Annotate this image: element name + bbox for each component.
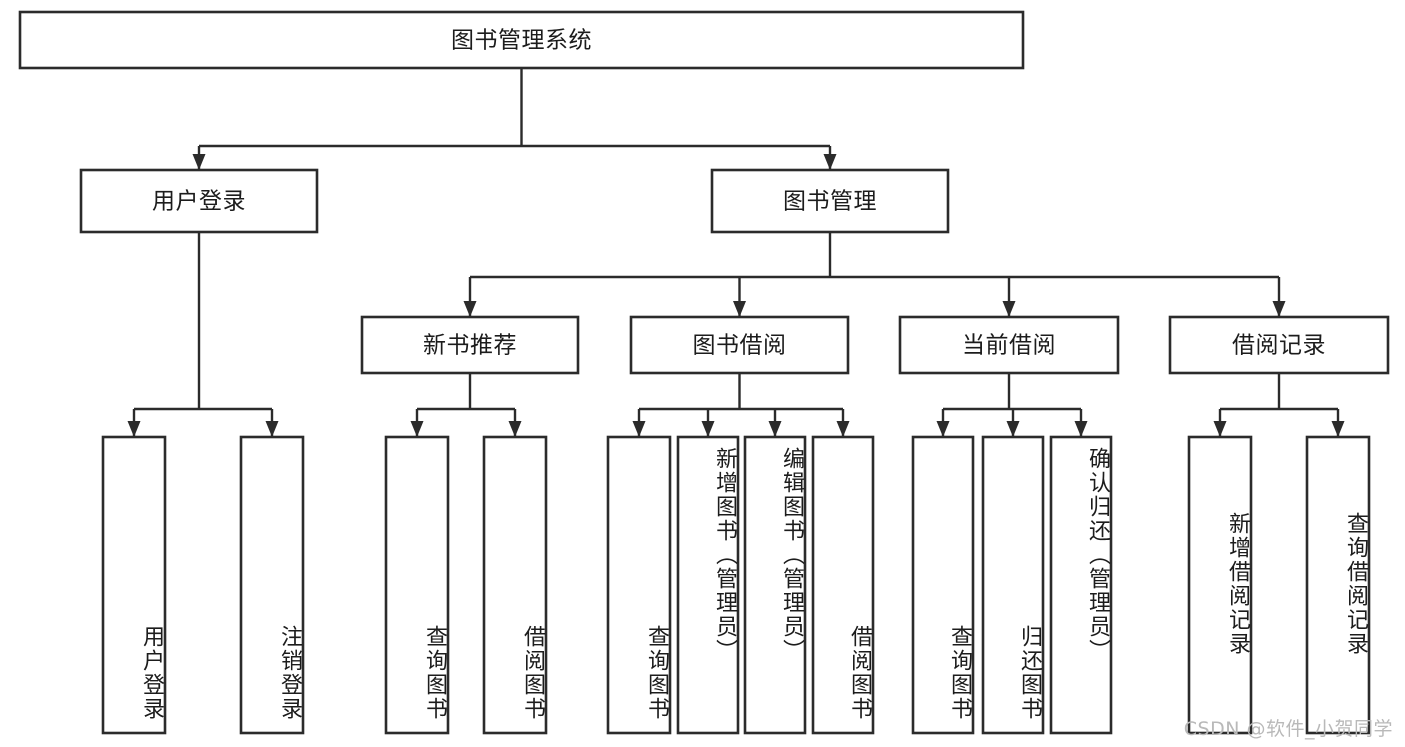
node-current-borrow[interactable]: 当前借阅 [898, 315, 1120, 375]
node-leaf-query-book-recommend[interactable] [384, 435, 450, 735]
node-box [898, 315, 1120, 375]
arrow-head-icon [823, 154, 837, 170]
arrow-head-icon [463, 301, 477, 317]
node-leaf-add-book-admin[interactable] [676, 435, 740, 735]
node-leaf-query-book-current[interactable] [911, 435, 975, 735]
node-leaf-query-borrow-record[interactable] [1305, 435, 1371, 735]
arrow-head-icon [410, 421, 424, 437]
arrow-head-icon [192, 154, 206, 170]
node-box [18, 10, 1025, 70]
node-box [1049, 435, 1113, 735]
node-leaf-confirm-return-admin[interactable] [1049, 435, 1113, 735]
node-box [384, 435, 450, 735]
node-box [743, 435, 807, 735]
arrow-head-icon [1272, 301, 1286, 317]
watermark-text: CSDN @软件_小贺同学 [1183, 718, 1393, 740]
arrow-head-icon [701, 421, 715, 437]
node-box [101, 435, 167, 735]
node-leaf-user-logout[interactable] [239, 435, 305, 735]
node-box [360, 315, 580, 375]
arrow-head-icon [632, 421, 646, 437]
arrow-head-icon [1213, 421, 1227, 437]
arrow-head-icon [768, 421, 782, 437]
node-root[interactable]: 图书管理系统 [18, 10, 1025, 70]
node-box [239, 435, 305, 735]
connector-lines-layer [127, 68, 1345, 437]
node-leaf-borrow-book-recommend[interactable] [482, 435, 548, 735]
arrow-head-icon [508, 421, 522, 437]
arrow-head-icon [1002, 301, 1016, 317]
node-box [710, 168, 950, 234]
arrow-head-icon [1074, 421, 1088, 437]
node-leaf-user-login[interactable] [101, 435, 167, 735]
node-box [911, 435, 975, 735]
node-book-borrow[interactable]: 图书借阅 [629, 315, 850, 375]
node-label: 借阅记录 [1232, 333, 1326, 359]
node-new-book-recommend[interactable]: 新书推荐 [360, 315, 580, 375]
node-leaf-add-borrow-record[interactable] [1187, 435, 1253, 735]
node-leaf-query-book-borrow[interactable] [606, 435, 672, 735]
node-leaf-edit-book-admin[interactable] [743, 435, 807, 735]
node-box [1187, 435, 1253, 735]
node-leaf-return-book[interactable] [981, 435, 1045, 735]
arrow-head-icon [733, 301, 746, 317]
arrow-head-icon [1331, 421, 1345, 437]
arrow-head-icon [836, 421, 850, 437]
node-label: 图书管理 [783, 189, 877, 215]
node-box [79, 168, 319, 234]
node-box [1305, 435, 1371, 735]
node-box [629, 315, 850, 375]
arrow-head-icon [1006, 421, 1020, 437]
node-user-login[interactable]: 用户登录 [79, 168, 319, 234]
node-box [482, 435, 548, 735]
node-book-manage[interactable]: 图书管理 [710, 168, 950, 234]
arrow-head-icon [127, 421, 141, 437]
arrow-head-icon [265, 421, 279, 437]
node-leaf-borrow-book-borrow[interactable] [811, 435, 875, 735]
node-box [676, 435, 740, 735]
node-label: 图书借阅 [693, 333, 787, 359]
node-box [1168, 315, 1390, 375]
arrow-head-icon [936, 421, 950, 437]
node-label: 新书推荐 [423, 333, 517, 359]
node-box [811, 435, 875, 735]
node-label: 图书管理系统 [451, 28, 592, 54]
node-borrow-record[interactable]: 借阅记录 [1168, 315, 1390, 375]
node-label: 当前借阅 [962, 333, 1056, 359]
node-box [981, 435, 1045, 735]
node-box [606, 435, 672, 735]
node-label: 用户登录 [152, 189, 246, 215]
